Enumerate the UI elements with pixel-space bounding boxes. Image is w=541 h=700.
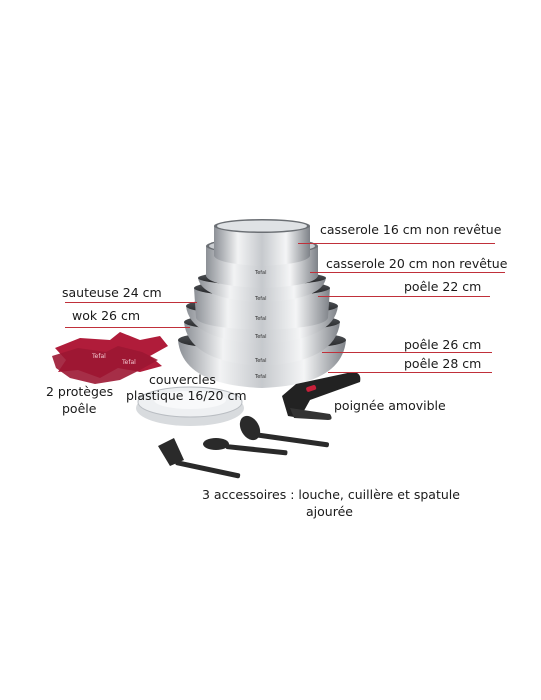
svg-text:Tefal: Tefal (254, 270, 267, 276)
label-removable-handle: poignée amovible (334, 398, 446, 413)
label-wok-26: wok 26 cm (72, 308, 141, 323)
label-accessories-2: ajourée (306, 504, 353, 519)
svg-text:Tefal: Tefal (91, 353, 106, 360)
label-lids-1: couvercles (149, 372, 216, 387)
svg-text:Tefal: Tefal (254, 296, 267, 302)
utensils (158, 415, 330, 479)
line-wok26 (65, 327, 190, 328)
line-casserole16 (298, 243, 495, 244)
label-poele-22: poêle 22 cm (404, 279, 482, 294)
label-protectors-1: 2 protèges (46, 384, 114, 399)
line-poele28 (328, 372, 492, 373)
label-casserole-20: casserole 20 cm non revêtue (326, 256, 508, 271)
label-lids-2: plastique 16/20 cm (126, 388, 247, 403)
svg-text:Tefal: Tefal (121, 359, 136, 366)
label-poele-26: poêle 26 cm (404, 337, 482, 352)
line-casserole20 (310, 272, 505, 273)
pan-stack: Tefal Tefal Tefal Tefal Tefal Tefal (178, 219, 346, 388)
svg-text:Tefal: Tefal (254, 358, 267, 364)
label-poele-28: poêle 28 cm (404, 356, 482, 371)
label-accessories-1: 3 accessoires : louche, cuillère et spat… (202, 487, 460, 502)
label-sauteuse-24: sauteuse 24 cm (62, 285, 162, 300)
plastic-lids (136, 386, 244, 426)
line-poele22 (318, 296, 490, 297)
svg-text:Tefal: Tefal (254, 334, 267, 340)
svg-text:Tefal: Tefal (254, 316, 267, 322)
pan-protectors: Tefal Tefal (52, 332, 168, 384)
label-protectors-2: poêle (62, 401, 97, 416)
line-sauteuse24 (65, 302, 197, 303)
label-casserole-16: casserole 16 cm non revêtue (320, 222, 502, 237)
line-poele26 (322, 352, 492, 353)
removable-handle (282, 372, 361, 420)
svg-text:Tefal: Tefal (254, 374, 267, 380)
